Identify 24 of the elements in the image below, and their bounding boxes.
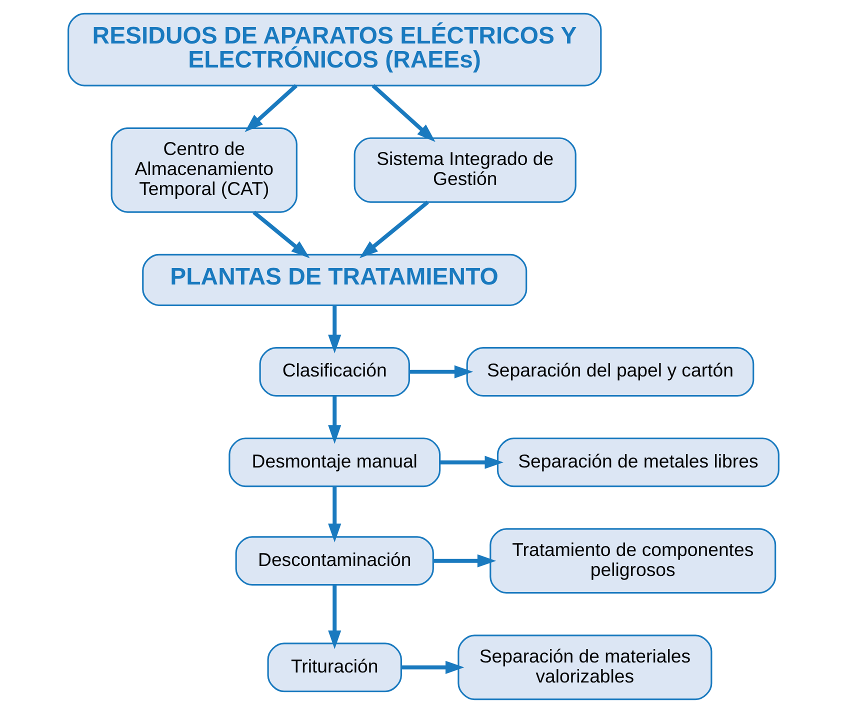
node-box: Separación del papel y cartón bbox=[466, 347, 754, 397]
arrow bbox=[328, 486, 341, 542]
node-box: Tratamiento de componentes peligrosos bbox=[489, 528, 776, 594]
arrow bbox=[328, 306, 341, 354]
arrow bbox=[328, 585, 341, 650]
node-box: Trituración bbox=[266, 642, 402, 692]
node-box: Desmontaje manual bbox=[228, 438, 440, 488]
arrow bbox=[252, 210, 310, 258]
arrow bbox=[440, 456, 503, 469]
node-box: Separación de materiales valorizables bbox=[457, 634, 712, 700]
arrow bbox=[328, 396, 341, 444]
node-box: Sistema Integrado de Gestión bbox=[353, 137, 576, 203]
arrow bbox=[401, 660, 464, 674]
arrow bbox=[433, 554, 496, 568]
arrow bbox=[371, 84, 435, 142]
node-box: Centro de Almacenamiento Temporal (CAT) bbox=[110, 127, 297, 213]
arrow bbox=[358, 200, 428, 258]
node-box: Separación de metales libres bbox=[496, 438, 779, 488]
arrow bbox=[408, 365, 473, 378]
node-box: RESIDUOS DE APARATOS ELÉCTRICOS Y ELECTRÓNICOS (RAEEs) bbox=[67, 12, 602, 86]
arrow bbox=[244, 84, 298, 132]
node-box: Descontaminación bbox=[234, 536, 434, 586]
node-box: Clasificación bbox=[258, 347, 410, 397]
node-box: PLANTAS DE TRATAMIENTO bbox=[142, 254, 527, 306]
